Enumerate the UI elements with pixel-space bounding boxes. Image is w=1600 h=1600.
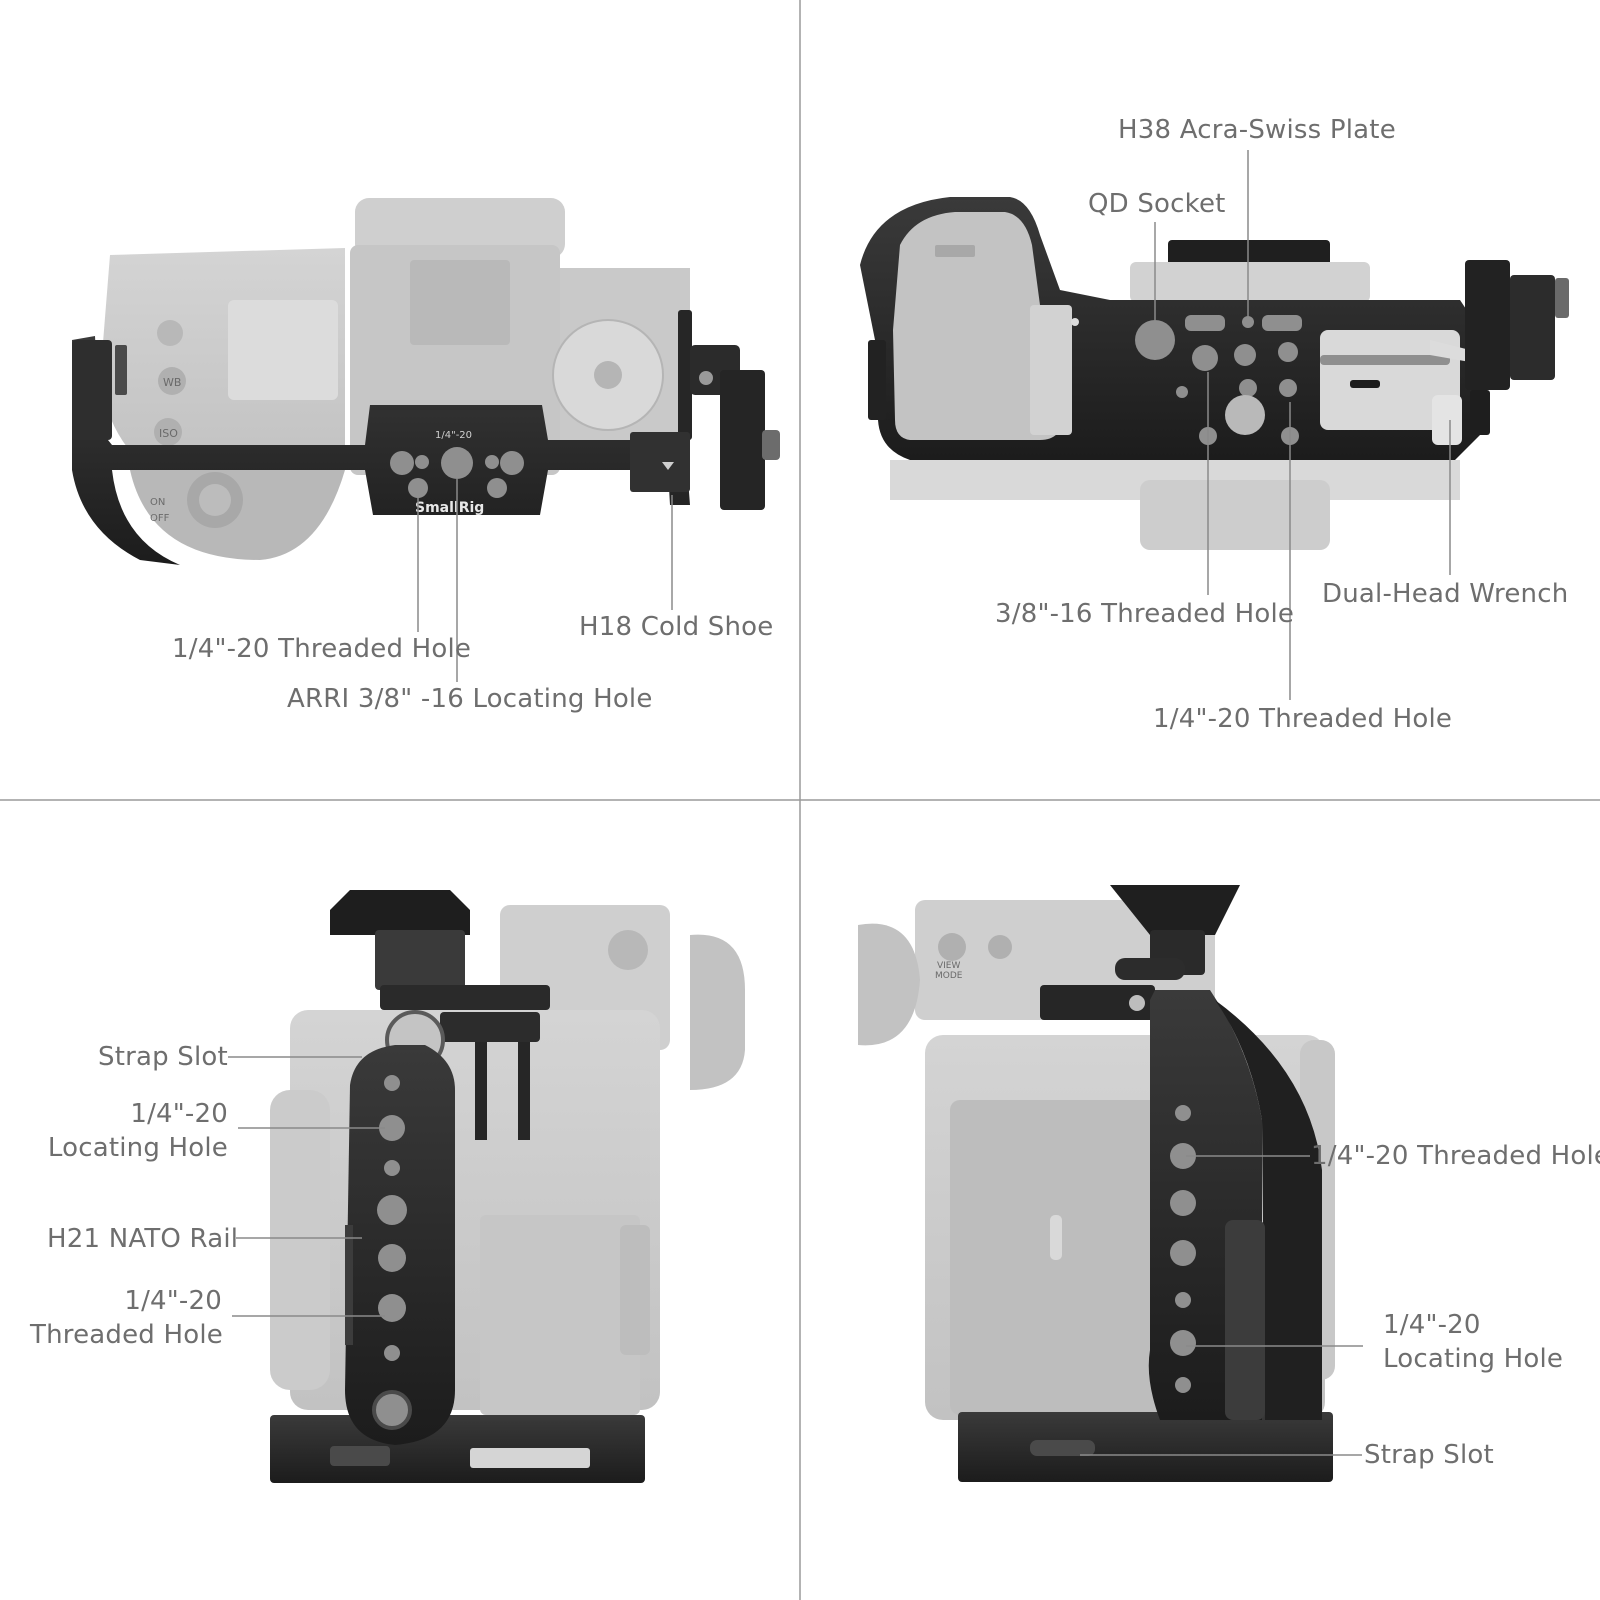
label-threaded-hole-line2: Threaded Hole [30, 1320, 223, 1350]
label-strap-slot: Strap Slot [98, 1042, 228, 1072]
label-locating-hole-right-line1: 1/4"-20 [1383, 1310, 1481, 1340]
brand-engraving: SmallRig [415, 500, 484, 516]
bottom-left-leader-lines [228, 1056, 385, 1317]
on-engraving: ON [150, 497, 165, 508]
label-threaded-14-hole: 1/4"-20 Threaded Hole [1153, 704, 1453, 734]
qd-socket-icon [1135, 320, 1175, 360]
off-engraving: OFF [150, 513, 170, 524]
label-arri-locating-hole: ARRI 3/8" -16 Locating Hole [287, 684, 653, 714]
right-side-view-illustration: VIEW MODE [858, 885, 1335, 1482]
hole-icon [390, 451, 414, 475]
view-engraving: VIEW [937, 961, 960, 971]
left-side-view-illustration [270, 890, 745, 1483]
label-locating-hole-line2: Locating Hole [47, 1133, 228, 1163]
hole-icon [384, 1075, 400, 1091]
threaded-14-hole-icon [1278, 342, 1298, 362]
mode-engraving: MODE [935, 971, 963, 981]
label-locating-hole: 1/4"-20 Locating Hole [40, 1097, 228, 1165]
label-threaded-38-hole: 3/8"-16 Threaded Hole [995, 599, 1295, 629]
label-threaded-hole-right: 1/4"-20 Threaded Hole [1311, 1141, 1600, 1171]
threaded-hole-icon [1170, 1143, 1196, 1169]
label-locating-hole-right: 1/4"-20 Locating Hole [1383, 1308, 1563, 1376]
view-mode-button-icon [938, 933, 966, 961]
label-nato-rail: H21 NATO Rail [47, 1224, 239, 1254]
locating-hole-icon [379, 1115, 405, 1141]
button-iso-icon [154, 418, 182, 446]
top-left-leader-lines [417, 479, 673, 682]
nato-rail-icon [345, 1225, 353, 1345]
label-locating-hole-right-line2: Locating Hole [1383, 1344, 1564, 1374]
wrench-icon [1465, 260, 1510, 390]
bottom-view-illustration [860, 197, 1569, 550]
wb-engraving: WB [163, 376, 181, 389]
threaded-38-hole-icon [1192, 345, 1218, 371]
label-locating-hole-line1: 1/4"-20 [130, 1099, 228, 1129]
threaded-hole-icon [378, 1294, 406, 1322]
arri-hole-icon [441, 447, 473, 479]
bottom-right-leader-lines [1080, 1155, 1363, 1456]
label-strap-slot-right: Strap Slot [1364, 1440, 1494, 1470]
iso-engraving: ISO [159, 427, 178, 440]
label-cold-shoe: H18 Cold Shoe [579, 612, 774, 642]
label-acra-swiss-plate: H38 Acra-Swiss Plate [1118, 115, 1396, 145]
thumb-screw-icon [1225, 395, 1265, 435]
button-wb-icon [158, 367, 186, 395]
label-dual-head-wrench: Dual-Head Wrench [1322, 579, 1569, 609]
top-right-leader-lines [1154, 150, 1451, 700]
locating-hole-icon [1170, 1330, 1196, 1356]
top-view-illustration: WB ISO ON OFF [72, 198, 780, 565]
thread-mark-engraving: 1/4"-20 [435, 430, 472, 441]
label-qd-socket: QD Socket [1088, 189, 1226, 219]
label-threaded-hole-line1: 1/4"-20 [124, 1286, 222, 1316]
button-af-icon [157, 320, 183, 346]
label-threaded-hole: 1/4"-20 Threaded Hole [172, 634, 472, 664]
label-threaded-hole-side: 1/4"-20 Threaded Hole [30, 1284, 223, 1352]
light-button-icon [988, 935, 1012, 959]
